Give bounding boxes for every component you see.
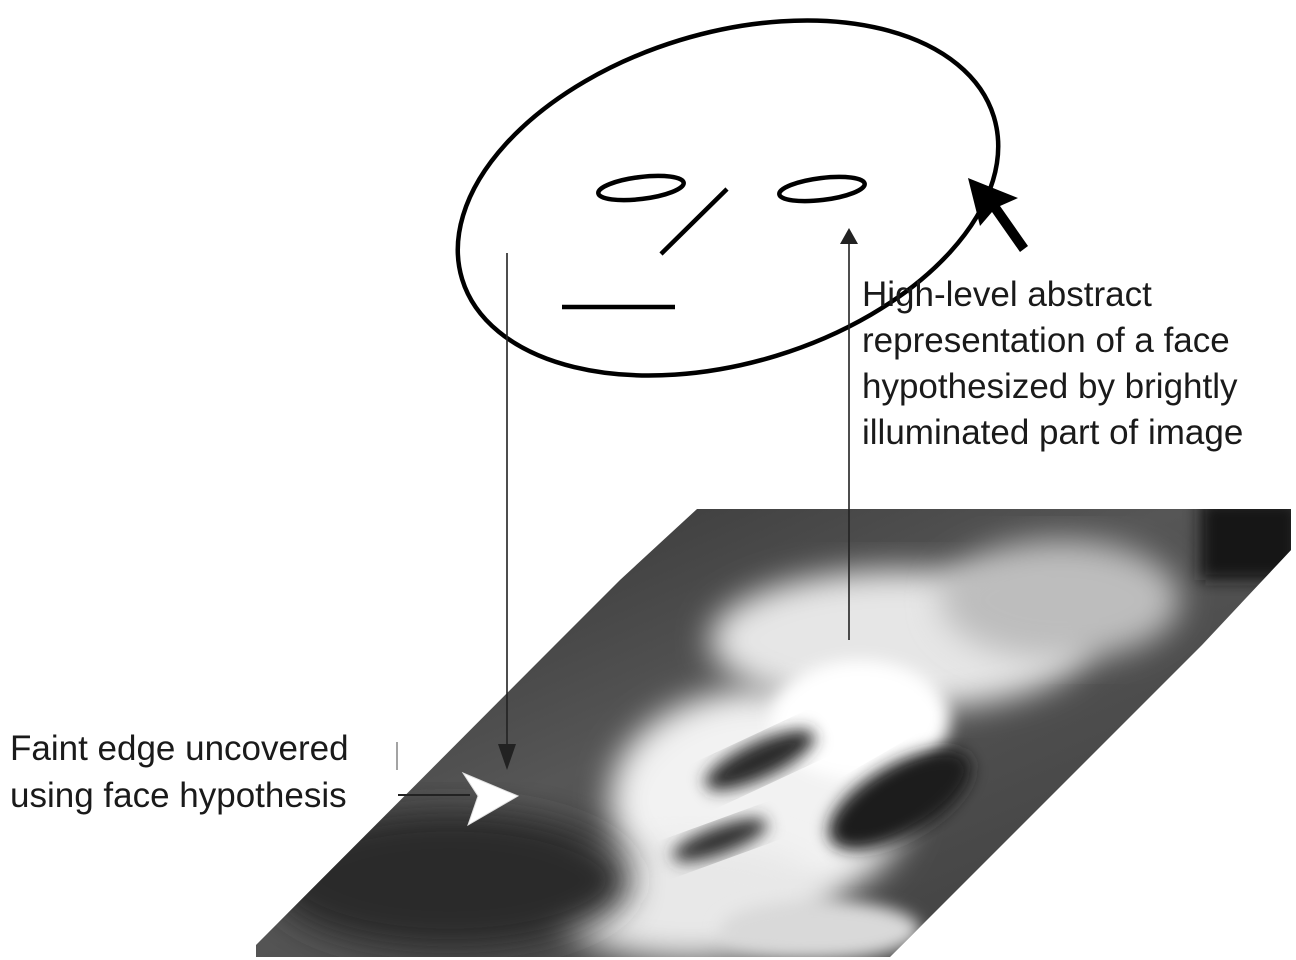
top-right-annotation: High-level abstract representation of a …	[862, 275, 1243, 452]
left-eye	[597, 172, 685, 204]
annotation-line-3: hypothesized by brightly	[862, 367, 1238, 406]
annotation-line-4: illuminated part of image	[862, 413, 1243, 452]
bottom-left-annotation: Faint edge uncovered using face hypothes…	[10, 729, 397, 815]
annotation-faint-edge-line-1: Faint edge uncovered	[10, 729, 349, 768]
right-eye	[778, 173, 866, 205]
annotation-line-2: representation of a face	[862, 321, 1230, 360]
annotation-faint-edge-line-2: using face hypothesis	[10, 776, 347, 815]
annotation-line-1: High-level abstract	[862, 275, 1152, 314]
face-photo-plane	[250, 500, 1296, 960]
nose-line	[661, 189, 727, 254]
